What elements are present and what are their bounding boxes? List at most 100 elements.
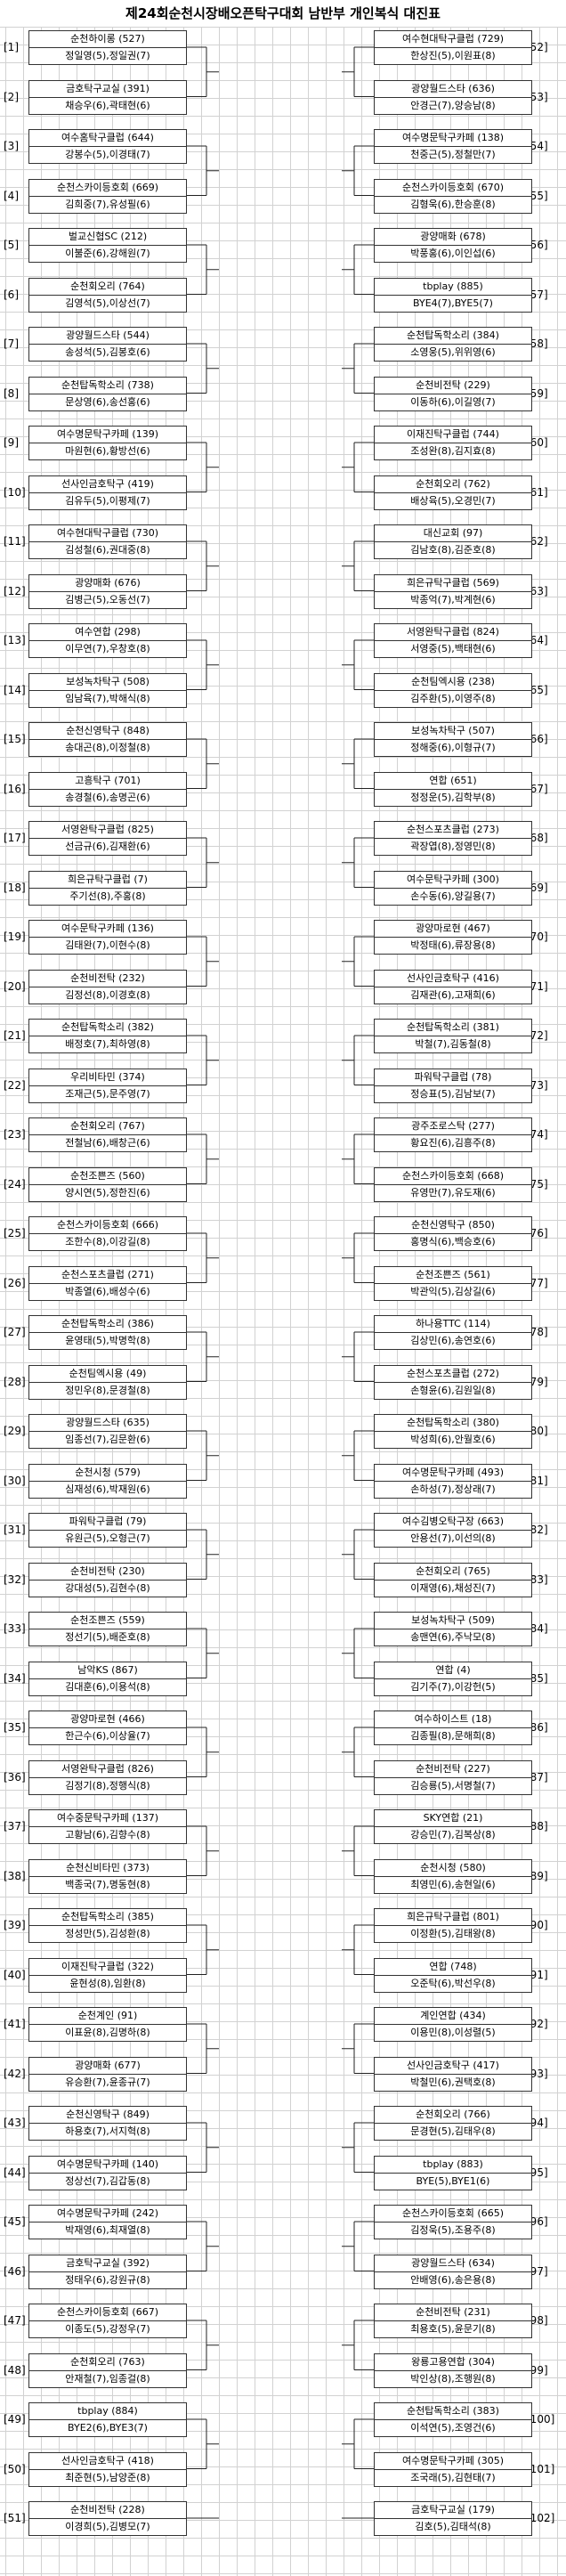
entry-players: 김주환(5),이영주(8) (374, 690, 532, 708)
entry-number: [13] (4, 634, 26, 646)
entry-players: 김대훈(6),이용석(8) (28, 1678, 187, 1696)
entry-number: [20] (4, 979, 26, 993)
entry-club: 여수명문탁구카페 (305) (374, 2451, 532, 2470)
entry-club: 고흥탁구 (701) (28, 771, 187, 790)
entry-number: [32] (4, 1572, 26, 1586)
entry-number: [18] (4, 881, 26, 894)
entry-number: [14] (4, 683, 26, 696)
entry-club: 순천신영탁구 (849) (28, 2106, 187, 2124)
entry-club: 순천회오리 (762) (374, 475, 532, 493)
entry-club: 순천탑독학소리 (382) (28, 1019, 187, 1036)
entry-players: 백종국(7),명동현(8) (28, 1876, 187, 1894)
entry-players: 송경철(6),송명곤(6) (28, 789, 187, 807)
entry-players: 박철민(6),권택호(8) (374, 2074, 532, 2092)
entry-number: [27] (4, 1326, 26, 1338)
entry-club: 여수현대탁구클럽 (729) (374, 30, 532, 48)
entry-players: 이용민(8),이성렬(5) (374, 2025, 532, 2042)
entry-players: 이석연(5),조영건(6) (374, 2420, 532, 2437)
entry-number: [38] (4, 1869, 26, 1882)
entry-club: 파워탁구클럽 (78) (374, 1068, 532, 1086)
entry-players: 손하성(7),정상래(7) (374, 1481, 532, 1499)
entry-number: [43] (4, 2117, 26, 2129)
entry-number: [37] (4, 1820, 26, 1832)
entry-players: 김태완(7),이현수(8) (28, 938, 187, 955)
entry-club: 순천스포츠클럽 (272) (374, 1364, 532, 1383)
entry-players: 유원근(5),오형근(7) (28, 1531, 187, 1548)
entry-number: [46] (4, 2264, 26, 2278)
entry-players: BYE2(6),BYE3(7) (28, 2420, 187, 2437)
entry-players: 정태우(6),강원규(8) (28, 2271, 187, 2289)
entry-number: [100] (526, 2413, 555, 2426)
entry-players: 박종억(7),박계현(6) (374, 591, 532, 609)
entry-players: 조국래(5),김현태(7) (374, 2469, 532, 2487)
entry-players: 유승환(7),윤종규(7) (28, 2074, 187, 2092)
entry-number: [48] (4, 2363, 26, 2377)
entry-club: 순천탑독학소리 (383) (374, 2402, 532, 2420)
entry-club: 희은규탁구클럽 (7) (28, 870, 187, 889)
entry-players: 이무연(7),우창호(8) (28, 641, 187, 658)
entry-club: tbplay (883) (374, 2155, 532, 2174)
entry-club: tbplay (885) (374, 277, 532, 296)
entry-players: 정민우(8),문경철(8) (28, 1382, 187, 1400)
entry-players: BYE4(7),BYE5(7) (374, 295, 532, 313)
entry-number: [42] (4, 2067, 26, 2080)
entry-number: [26] (4, 1276, 26, 1289)
entry-club: 순천신영탁구 (848) (28, 722, 187, 740)
entry-club: 서영완탁구클럽 (826) (28, 1759, 187, 1778)
entry-club: 희은규탁구클럽 (801) (374, 1908, 532, 1926)
entry-number: [29] (4, 1425, 26, 1437)
entry-players: 정선기(5),배준호(8) (28, 1629, 187, 1646)
entry-number: [3] (4, 140, 19, 152)
entry-number: [33] (4, 1622, 26, 1635)
entry-players: 유영만(7),유도재(6) (374, 1184, 532, 1202)
entry-players: 박풍홍(6),이인섭(6) (374, 246, 532, 263)
entry-players: 박인상(8),조행원(8) (374, 2370, 532, 2388)
entry-club: 광양매화 (676) (28, 573, 187, 592)
entry-players: 이불준(6),강해원(7) (28, 246, 187, 263)
entry-number: [11] (4, 535, 26, 548)
entry-number: [44] (4, 2166, 26, 2179)
entry-players: 양시연(5),정한진(6) (28, 1184, 187, 1202)
entry-players: 고황남(6),김향수(8) (28, 1827, 187, 1844)
entry-club: 여수문탁구카페 (300) (374, 870, 532, 889)
entry-club: 순천계인 (91) (28, 2007, 187, 2025)
entry-number: [8] (4, 386, 19, 400)
entry-number: [23] (4, 1128, 26, 1141)
entry-club: 순천신영탁구 (850) (374, 1216, 532, 1234)
entry-club: 여수현대탁구클럽 (730) (28, 524, 187, 542)
entry-players: 김정욱(5),조용주(8) (374, 2223, 532, 2239)
entry-club: 순천팀엑시용 (49) (28, 1364, 187, 1383)
entry-club: 서영완탁구클럽 (824) (374, 623, 532, 641)
entry-number: [15] (4, 733, 26, 745)
entry-number: [28] (4, 1375, 26, 1388)
entry-number: [36] (4, 1770, 26, 1784)
entry-players: 정해중(6),이형규(7) (374, 740, 532, 757)
entry-players: 김정기(8),정행식(8) (28, 1777, 187, 1795)
entry-club: 선사인금호탁구 (416) (374, 969, 532, 987)
entry-club: 연합 (748) (374, 1957, 532, 1976)
entry-number: [16] (4, 782, 26, 795)
entry-club: 순천스카이등호회 (665) (374, 2205, 532, 2223)
entry-club: 순천비전탁 (228) (28, 2501, 187, 2519)
entry-club: 순천조쁜즈 (561) (374, 1265, 532, 1284)
entry-players: 김호(5),김태석(8) (374, 2519, 532, 2536)
entry-players: 조한수(8),이강길(8) (28, 1234, 187, 1251)
entry-club: SKY연합 (21) (374, 1809, 532, 1827)
entry-number: [25] (4, 1227, 26, 1239)
entry-players: 전철남(6),배창근(6) (28, 1135, 187, 1152)
entry-club: 우리비타민 (374) (28, 1068, 187, 1086)
entry-players: 김남호(8),김준호(8) (374, 542, 532, 559)
entry-club: 광주조로스탁 (277) (374, 1117, 532, 1135)
entry-players: 문상영(6),송선홍(6) (28, 394, 187, 411)
entry-players: 윤영태(5),박명학(8) (28, 1333, 187, 1350)
entry-club: 서영완탁구클럽 (825) (28, 821, 187, 839)
entry-players: 김재관(6),고재희(6) (374, 987, 532, 1004)
entry-club: 순천회오리 (766) (374, 2106, 532, 2124)
entry-club: 순천탑독학소리 (385) (28, 1908, 187, 1926)
entry-players: 박철(7),김동철(8) (374, 1036, 532, 1053)
entry-number: [6] (4, 288, 19, 301)
entry-club: 연합 (4) (374, 1661, 532, 1679)
entry-club: 여수연합 (298) (28, 623, 187, 641)
entry-club: 왕룡고용연합 (304) (374, 2353, 532, 2371)
entry-club: 광양매화 (678) (374, 228, 532, 246)
